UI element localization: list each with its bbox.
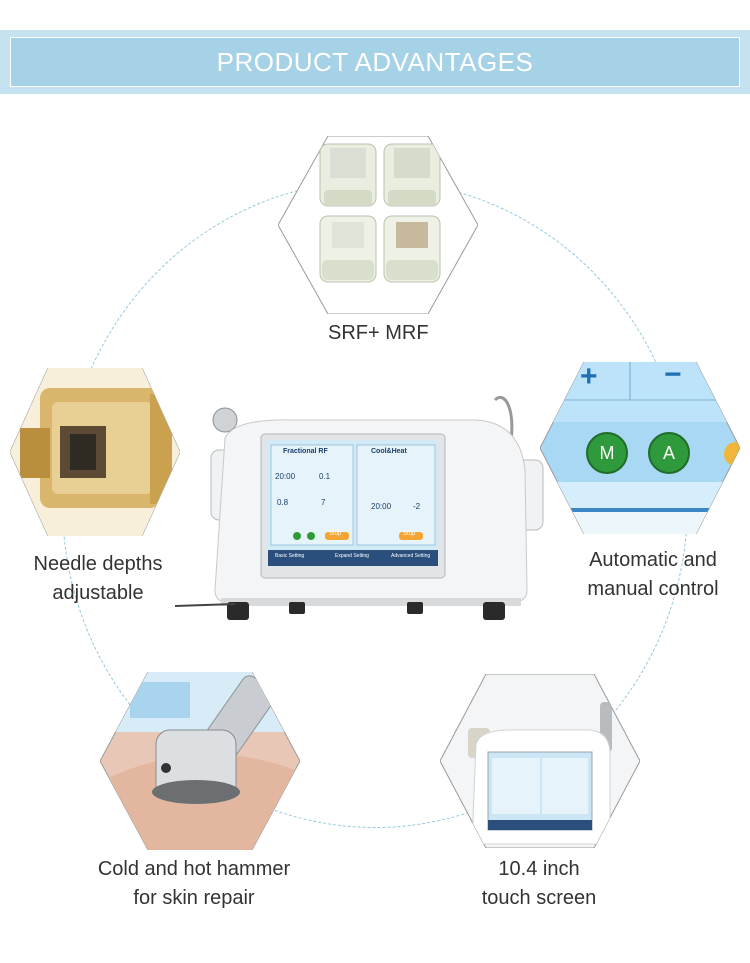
screen-tab-advanced[interactable]: Advanced Setting [391,553,431,559]
screen-rf-intensity: 7 [321,498,326,507]
caption-hammer-line1: Cold and hot hammer [97,858,291,880]
screen-stop-button-left[interactable]: Stop [329,531,342,537]
caption-needle-depth-line1: Needle depths [33,553,163,575]
page-title: PRODUCT ADVANTAGES [216,46,534,77]
caption-auto-manual-line1: Automatic and [589,549,717,571]
auto-mode-button[interactable]: A [648,432,690,474]
screen-panel-left-title: Fractional RF [283,448,328,455]
hex-touch-screen-device [440,674,640,848]
caption-needle-depth-line2: adjustable [52,582,144,604]
auto-mode-label: A [662,442,675,463]
screen-energy: 0.1 [319,472,331,481]
caption-touch-screen-line1: 10.4 inch [498,858,580,880]
caption-srf-mrf: SRF+ MRF [328,322,429,344]
manual-mode-button[interactable]: M [586,432,628,474]
caption-touch-screen: 10.4 inch touch screen [464,855,614,913]
screen-tab-expand[interactable]: Expand Setting [335,553,369,559]
screen-depth: 0.8 [277,498,289,507]
plus-icon: + [580,360,598,393]
caption-needle-depth: Needle depths adjustable [18,550,178,608]
hex-srf-mrf-tips [278,136,478,314]
header-banner: PRODUCT ADVANTAGES [0,30,750,94]
hex-control-panel: + − M A [540,358,740,534]
caption-hammer: Cold and hot hammer for skin repair [84,855,304,913]
minus-icon: − [664,358,682,391]
screen-right-level: -2 [413,502,421,511]
hex-cold-hot-hammer [100,672,300,850]
screen-stop-button-right[interactable]: Stop [403,531,416,537]
caption-auto-manual: Automatic and manual control [578,546,728,604]
device-main-unit: Fractional RF Cool&Heat 20:00 0.1 0.8 7 … [174,390,555,630]
screen-panel-right-title: Cool&Heat [371,448,407,455]
caption-hammer-line2: for skin repair [133,887,255,909]
screen-tab-basic[interactable]: Basic Setting [275,553,305,559]
caption-touch-screen-line2: touch screen [481,887,597,909]
header-banner-frame: PRODUCT ADVANTAGES [10,37,740,87]
manual-mode-label: M [599,442,615,463]
screen-right-time: 20:00 [371,502,392,511]
hex-needle-tip [10,368,180,536]
screen-work-time: 20:00 [275,472,296,481]
caption-auto-manual-line2: manual control [587,578,719,600]
